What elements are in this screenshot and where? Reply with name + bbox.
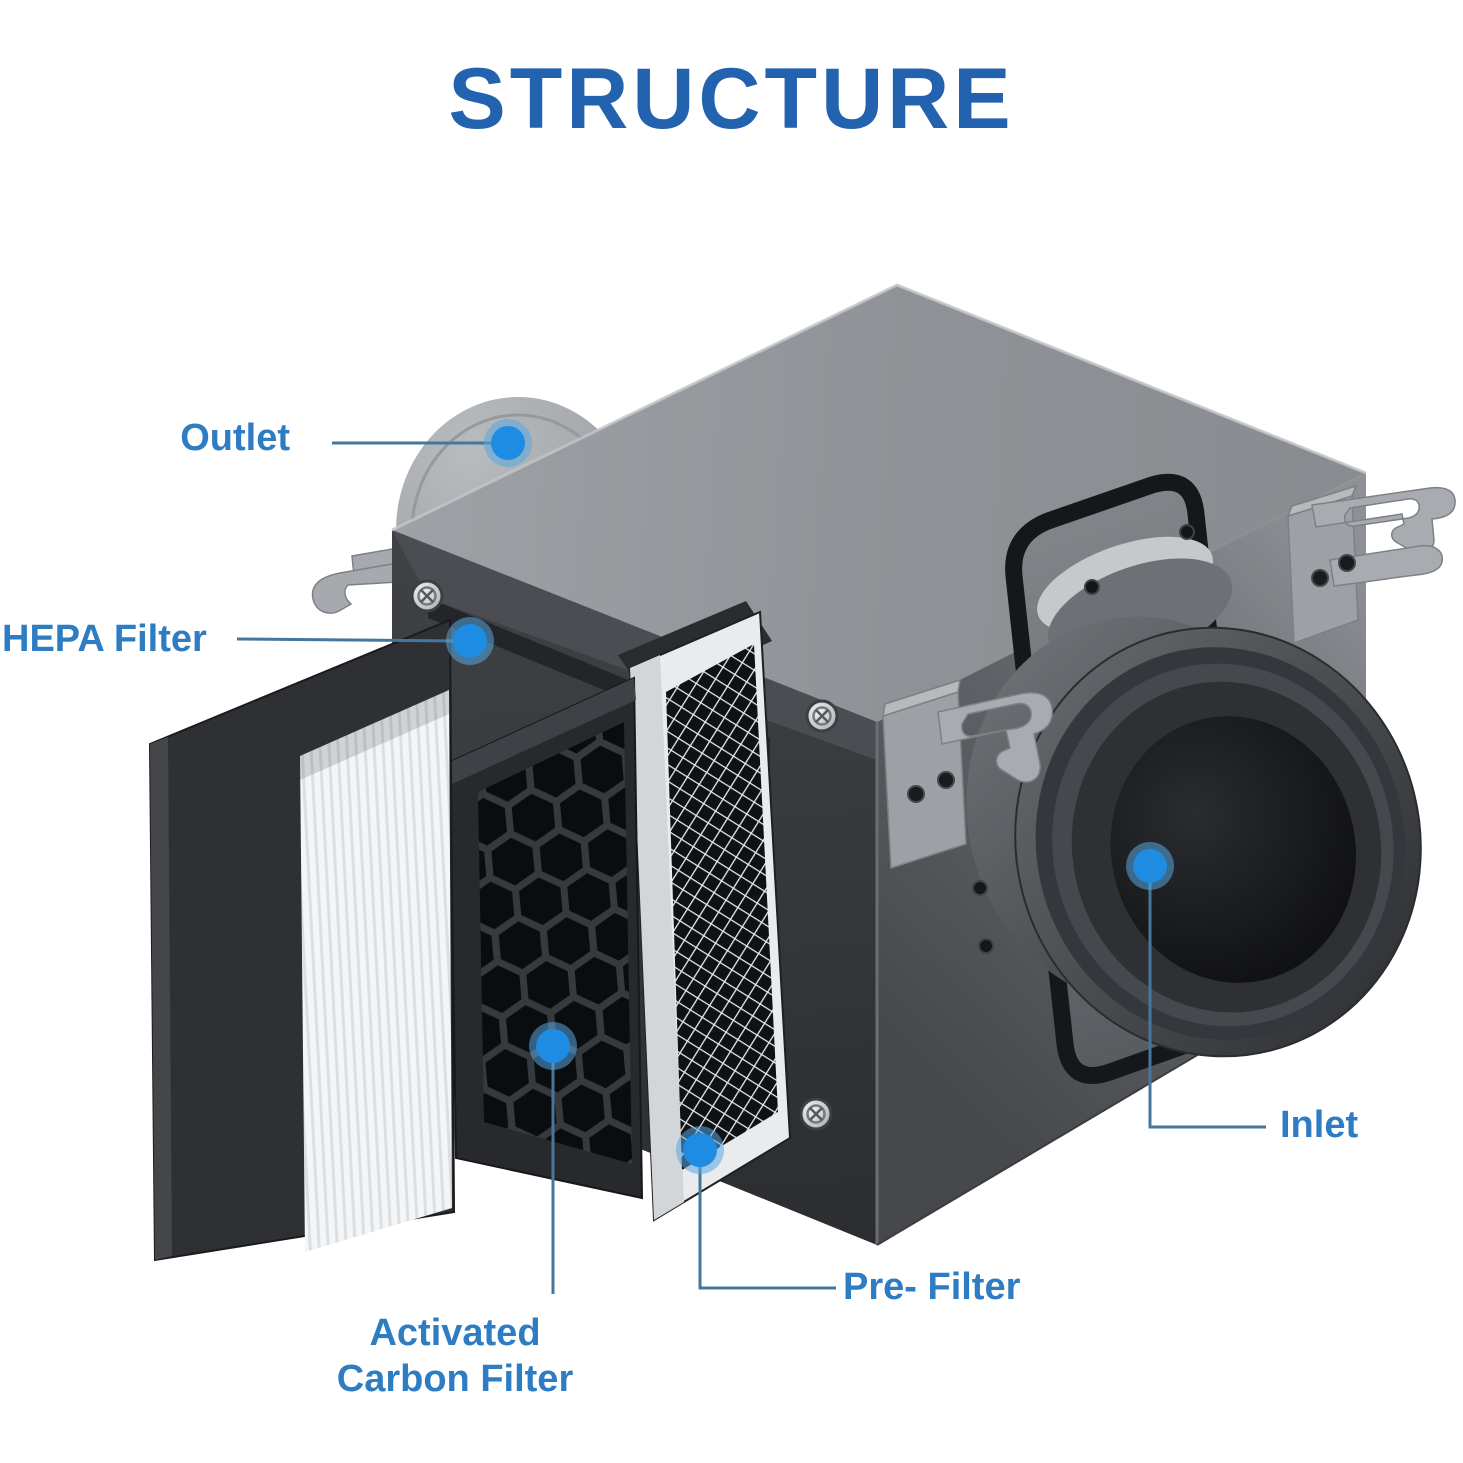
outlet-callout-dot — [484, 419, 532, 467]
page-title: STRUCTURE — [448, 51, 1015, 147]
activated-carbon-line2: Carbon Filter — [336, 1358, 574, 1400]
inlet-hole — [1110, 716, 1357, 983]
activated-carbon-filter-label: Activated Carbon Filter — [295, 1310, 615, 1402]
inlet-callout-line — [1148, 880, 1266, 1129]
pre-filter-label: Pre- Filter — [843, 1266, 1021, 1308]
inlet-assembly — [966, 473, 1422, 1084]
hepa-frame-edge-highlight — [150, 737, 172, 1260]
box-edge-highlight — [391, 283, 1367, 532]
hepa-media — [300, 690, 452, 1252]
bracket-hook — [311, 562, 399, 614]
bracket-hook-lower — [1329, 544, 1444, 587]
pre-filter-mesh — [666, 644, 778, 1170]
inlet-callout-dot — [1126, 842, 1174, 890]
outlet-label: Outlet — [180, 417, 290, 459]
inlet-label: Inlet — [1280, 1104, 1359, 1146]
mounting-bracket-front — [882, 678, 1054, 870]
hepa-callout-line — [236, 637, 459, 643]
hepa-media-top-shadow — [300, 690, 449, 780]
bracket-screws — [907, 771, 955, 803]
bracket-hook-upper — [1311, 486, 1456, 554]
mounting-bracket-right — [1286, 484, 1456, 645]
carbon-honeycomb — [478, 722, 632, 1164]
activated-carbon-filter-graphic — [448, 676, 644, 1200]
mounting-bracket-left — [311, 547, 401, 614]
panel-screws — [410, 579, 839, 1131]
pre-filter-graphic — [618, 601, 792, 1222]
callout-dots — [446, 419, 1174, 1174]
screw — [799, 1097, 833, 1131]
hepa-callout-dot — [446, 617, 494, 665]
pre-filter-callout-dot — [676, 1126, 724, 1174]
screw — [805, 699, 839, 733]
carbon-frame-top-highlight — [450, 678, 636, 784]
screw — [410, 579, 444, 613]
flange-screws — [972, 524, 1195, 954]
bracket-screws — [1311, 554, 1356, 587]
box-top-face — [392, 285, 1366, 722]
bracket-plate-bend — [882, 678, 961, 718]
callouts — [236, 441, 1266, 1294]
bracket-hook — [937, 692, 1054, 783]
activated-carbon-line1: Activated — [369, 1312, 541, 1354]
pre-filter-frame-shade — [630, 655, 684, 1220]
hepa-filter-label: HEPA Filter — [2, 618, 207, 660]
hepa-filter-graphic — [148, 618, 456, 1262]
pre-filter-callout-line — [698, 1162, 836, 1290]
carbon-callout-dot — [529, 1022, 577, 1070]
